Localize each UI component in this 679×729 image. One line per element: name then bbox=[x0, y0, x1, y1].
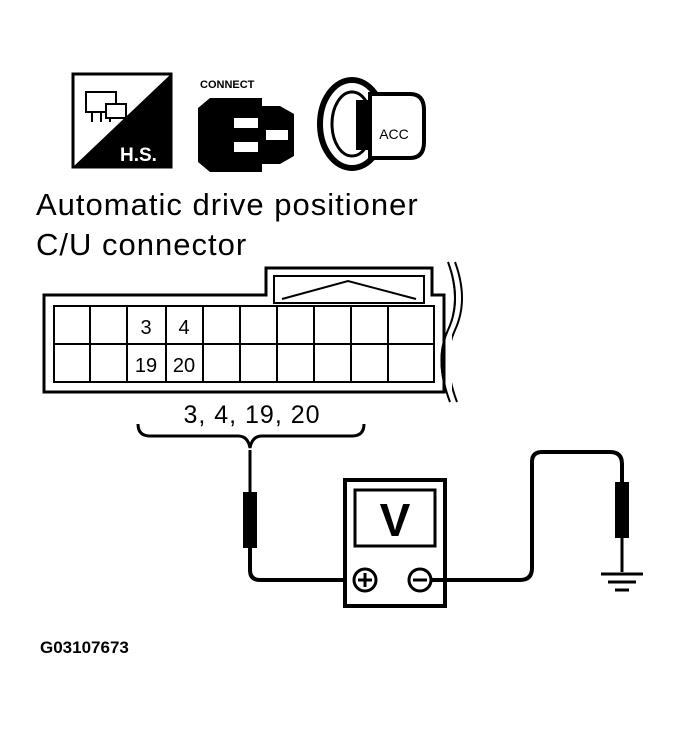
connect-label: CONNECT bbox=[200, 79, 255, 91]
figure-id: G03107673 bbox=[40, 638, 129, 657]
meter-mode-label: V bbox=[380, 494, 411, 546]
pin-label-20: 20 bbox=[173, 355, 195, 377]
pin-list-label: 3, 4, 19, 20 bbox=[183, 401, 320, 429]
ignition-key-acc-icon: ACC bbox=[317, 77, 426, 171]
connect-icon: CONNECT bbox=[198, 79, 294, 172]
pin-label-19: 19 bbox=[135, 355, 157, 377]
pin-list-brace bbox=[136, 423, 366, 449]
positive-probe bbox=[243, 450, 350, 582]
voltmeter: V bbox=[343, 478, 447, 608]
pin-label-3: 3 bbox=[140, 317, 151, 339]
pin-label-4: 4 bbox=[178, 317, 189, 339]
harness-connector-icon: H.S. bbox=[71, 72, 173, 169]
connector-face bbox=[42, 261, 463, 403]
ground-lead bbox=[431, 450, 629, 582]
ground-icon bbox=[601, 572, 643, 592]
hs-label: H.S. bbox=[120, 145, 157, 166]
title-line-1: Automatic drive positioner bbox=[36, 187, 419, 222]
title-line-2: C/U connector bbox=[36, 227, 247, 262]
acc-label: ACC bbox=[379, 126, 409, 142]
